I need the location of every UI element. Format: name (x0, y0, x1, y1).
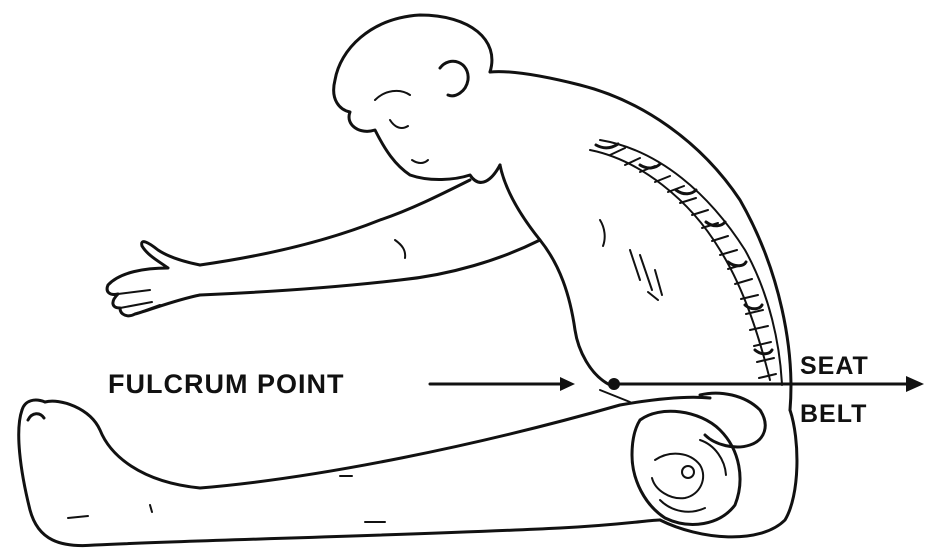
ear (440, 61, 468, 95)
arm-upper-edge (200, 180, 470, 265)
fulcrum-point-label: FULCRUM POINT (108, 369, 344, 400)
fulcrum-arrow (430, 377, 575, 391)
leg-underside (19, 410, 660, 546)
pelvis (632, 411, 740, 524)
head-outline (334, 15, 500, 182)
arm-lower-edge (200, 240, 540, 295)
foot-outline (22, 400, 45, 420)
eye (390, 120, 408, 128)
leg-marks (68, 476, 385, 522)
buttock-outline (660, 410, 797, 537)
hand-outline (107, 242, 200, 316)
sacrum (700, 393, 765, 447)
hair-line (375, 91, 410, 100)
spine (590, 140, 782, 385)
mouth (412, 160, 428, 163)
arm-marks (395, 220, 605, 258)
lap-line (600, 390, 630, 402)
rib-marks (630, 250, 662, 300)
belt-label: BELT (800, 400, 867, 429)
leg-outline (45, 397, 710, 488)
finger-lines (118, 290, 160, 314)
chest-outline (500, 165, 610, 385)
seat-label: SEAT (800, 352, 869, 381)
